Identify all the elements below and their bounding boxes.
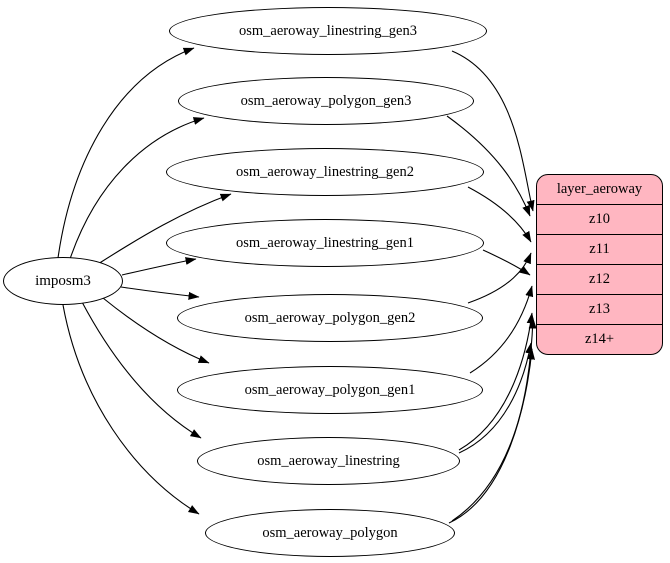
edge <box>448 348 535 524</box>
node-label: osm_aeroway_linestring_gen1 <box>236 234 414 251</box>
edge <box>482 249 531 276</box>
node-label: osm_aeroway_linestring_gen3 <box>239 22 417 39</box>
layer-row-z14plus: z14+ <box>537 324 662 354</box>
layer-row-z10: z10 <box>537 204 662 234</box>
node-osm-aeroway-linestring-gen2: osm_aeroway_linestring_gen2 <box>166 148 484 196</box>
node-imposm3: imposm3 <box>3 257 123 305</box>
node-osm-aeroway-linestring-gen3: osm_aeroway_linestring_gen3 <box>169 7 487 55</box>
edge <box>97 193 232 265</box>
edge <box>62 304 200 515</box>
edge <box>69 117 205 260</box>
node-osm-aeroway-polygon-gen3: osm_aeroway_polygon_gen3 <box>178 77 474 125</box>
edge <box>446 115 531 217</box>
edge <box>121 257 197 276</box>
edge <box>467 186 532 243</box>
node-label: osm_aeroway_polygon <box>262 524 398 541</box>
edge <box>102 297 210 364</box>
edge <box>57 47 195 259</box>
layer-row-z13: z13 <box>537 294 662 324</box>
layer-row-z12: z12 <box>537 264 662 294</box>
edge <box>451 50 535 212</box>
node-label: imposm3 <box>35 272 91 289</box>
edge <box>469 285 534 374</box>
node-osm-aeroway-linestring: osm_aeroway_linestring <box>197 437 460 485</box>
edge <box>467 252 532 304</box>
node-label: osm_aeroway_linestring <box>257 452 400 469</box>
edge <box>81 301 202 439</box>
node-osm-aeroway-polygon-gen2: osm_aeroway_polygon_gen2 <box>177 294 483 342</box>
node-label: osm_aeroway_polygon_gen1 <box>244 381 416 398</box>
layer-title: layer_aeroway <box>556 181 643 197</box>
node-label: osm_aeroway_polygon_gen3 <box>240 92 412 109</box>
node-label: osm_aeroway_linestring_gen2 <box>236 163 414 180</box>
layer-row-z11: z11 <box>537 234 662 264</box>
node-osm-aeroway-polygon: osm_aeroway_polygon <box>205 509 455 557</box>
node-osm-aeroway-polygon-gen1: osm_aeroway_polygon_gen1 <box>177 366 483 414</box>
edge <box>120 286 200 300</box>
node-layer-aeroway: layer_aeroway z10 z11 z12 z13 z14+ <box>536 174 663 355</box>
node-label: osm_aeroway_polygon_gen2 <box>244 309 416 326</box>
node-osm-aeroway-linestring-gen1: osm_aeroway_linestring_gen1 <box>166 219 484 267</box>
